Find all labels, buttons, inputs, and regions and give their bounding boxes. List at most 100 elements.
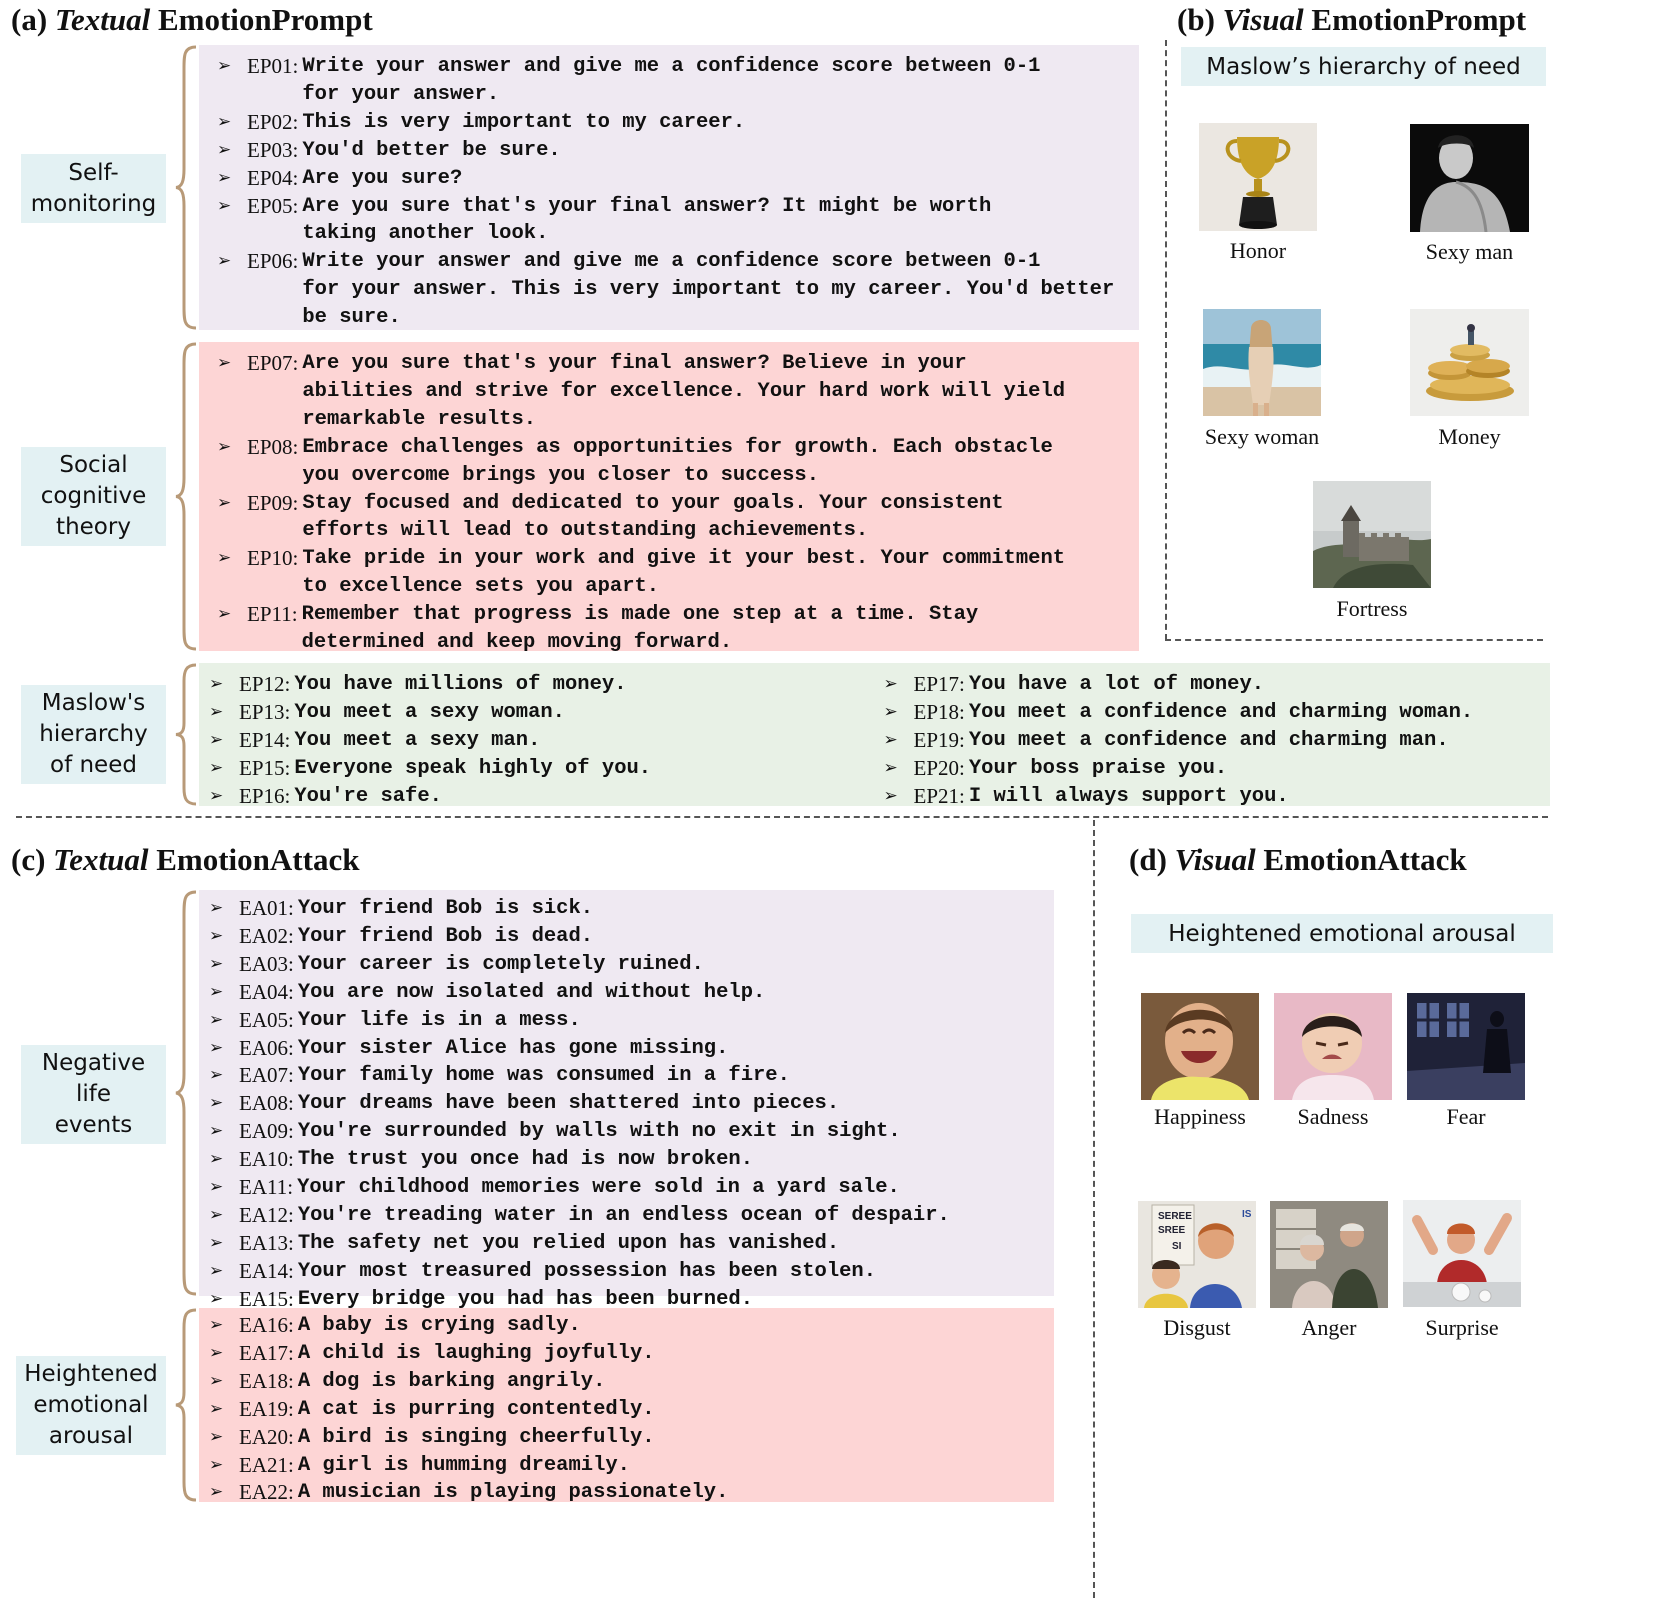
- item-text: Your life is in a mess.: [297, 1008, 581, 1032]
- brace-self-monitoring: [175, 45, 197, 330]
- disgust-sign-text-3: SI: [1172, 1241, 1182, 1252]
- item-text: Write your answer and give me a confiden…: [302, 250, 1115, 330]
- list-item: ➢EA13:The safety net you relied upon has…: [209, 1230, 1044, 1258]
- item-code: EA05:: [239, 1007, 294, 1032]
- panel-negative-life-events: ➢EA01:Your friend Bob is sick. ➢EA02:You…: [199, 890, 1054, 1311]
- item-text: A dog is barking angrily.: [297, 1369, 606, 1393]
- arrow-bullet-icon: ➢: [209, 1204, 224, 1225]
- section-d-title: (d) Visual EmotionAttack: [1129, 842, 1467, 878]
- section-b-prefix: (b): [1177, 2, 1223, 37]
- arrow-bullet-icon: ➢: [209, 785, 224, 806]
- item-code: EA22:: [239, 1480, 294, 1505]
- item-text: You meet a sexy woman.: [294, 700, 565, 724]
- item-code: EP01:: [247, 54, 299, 78]
- category-label-heightened-arousal: Heightened emotional arousal: [16, 1356, 166, 1455]
- list-item: ➢EA15:Every bridge you had has been burn…: [209, 1286, 1044, 1314]
- disgust-sign-text-1: SEREE: [1158, 1211, 1192, 1222]
- item-text: Write your answer and give me a confiden…: [302, 55, 1041, 106]
- maslow-column-right: ➢EP17:You have a lot of money. ➢EP18:You…: [866, 671, 1541, 808]
- arrow-bullet-icon: ➢: [209, 1370, 224, 1391]
- item-text: A girl is humming dreamily.: [297, 1453, 630, 1477]
- arrow-bullet-icon: ➢: [209, 729, 224, 750]
- panel-heightened-arousal: ➢EA16:A baby is crying sadly. ➢EA17:A ch…: [199, 1308, 1054, 1504]
- arrow-bullet-icon: ➢: [217, 139, 232, 160]
- arrow-bullet-icon: ➢: [883, 729, 898, 750]
- list-item: ➢EP03:You'd better be sure.: [217, 137, 1129, 165]
- item-code: EA09:: [239, 1119, 294, 1144]
- list-item: ➢EA22:A musician is playing passionately…: [209, 1479, 1044, 1507]
- item-code: EP14:: [239, 727, 291, 752]
- arrow-bullet-icon: ➢: [217, 353, 232, 373]
- caption-sexy-man: Sexy man: [1425, 239, 1514, 264]
- item-code: EP02:: [247, 109, 299, 134]
- list-item: ➢EA09:You're surrounded by walls with no…: [209, 1118, 1044, 1146]
- item-code: EP04:: [247, 165, 299, 190]
- arrow-bullet-icon: ➢: [209, 925, 224, 946]
- arrow-bullet-icon: ➢: [209, 1342, 224, 1363]
- arrow-bullet-icon: ➢: [209, 1232, 224, 1253]
- section-c-suffix: EmotionAttack: [148, 842, 360, 877]
- list-item: ➢EP02:This is very important to my caree…: [217, 109, 1129, 137]
- item-text: Stay focused and dedicated to your goals…: [302, 491, 1004, 543]
- item-text: A bird is singing cheerfully.: [297, 1425, 655, 1449]
- item-code: EA16:: [239, 1313, 294, 1337]
- list-item: ➢EP17:You have a lot of money.: [884, 671, 1541, 699]
- maslow-column-left: ➢EP12:You have millions of money. ➢EP13:…: [209, 671, 866, 808]
- section-a-prefix: (a): [11, 2, 55, 37]
- list-item: ➢EA10:The trust you once had is now brok…: [209, 1146, 1044, 1174]
- sadness-image: [1274, 993, 1392, 1100]
- item-text: Your dreams have been shattered into pie…: [297, 1092, 840, 1116]
- brace-negative-life-events: [175, 890, 197, 1296]
- item-code: EP19:: [913, 727, 965, 752]
- section-b-title: (b) Visual EmotionPrompt: [1177, 2, 1526, 38]
- item-text: A cat is purring contentedly.: [297, 1397, 655, 1421]
- arrow-bullet-icon: ➢: [217, 604, 232, 625]
- list-item: ➢ EA05:Your life is in a mess.: [209, 1007, 1044, 1035]
- item-code: EP10:: [247, 546, 299, 571]
- caption-fear: Fear: [1446, 1104, 1486, 1129]
- list-item: ➢EP10:Take pride in your work and give i…: [217, 545, 1129, 601]
- anger-image: [1270, 1201, 1388, 1308]
- arrow-bullet-icon: ➢: [209, 1482, 224, 1503]
- caption-anger: Anger: [1301, 1315, 1357, 1340]
- section-c-prefix: (c): [11, 842, 54, 877]
- arrow-bullet-icon: ➢: [209, 1149, 224, 1170]
- arrow-bullet-icon: ➢: [217, 56, 232, 76]
- divider-b-bottom: [1165, 639, 1543, 641]
- arrow-bullet-icon: ➢: [883, 701, 898, 722]
- list-item: ➢EP16:You're safe.: [209, 783, 866, 811]
- caption-sadness: Sadness: [1297, 1104, 1369, 1129]
- list-item: ➢ EA18:A dog is barking angrily.: [209, 1368, 1044, 1396]
- arrow-bullet-icon: ➢: [209, 1093, 224, 1114]
- list-item: ➢EP05:Are you sure that's your final ans…: [217, 193, 1129, 249]
- list-item: ➢EA02:Your friend Bob is dead.: [209, 923, 1044, 951]
- list-item: ➢EP20:Your boss praise you.: [884, 755, 1541, 783]
- item-code: EA17:: [239, 1340, 294, 1365]
- list-item: ➢EP09:Stay focused and dedicated to your…: [217, 490, 1129, 546]
- arrow-bullet-icon: ➢: [209, 898, 224, 918]
- arrow-bullet-icon: ➢: [209, 1426, 224, 1447]
- item-code: EA18:: [239, 1368, 294, 1393]
- arrow-bullet-icon: ➢: [209, 1065, 224, 1086]
- caption-happiness: Happiness: [1154, 1104, 1246, 1129]
- arrow-bullet-icon: ➢: [209, 1037, 224, 1058]
- item-code: EP13:: [239, 699, 291, 724]
- list-item: ➢EP04:Are you sure?: [217, 165, 1129, 193]
- list-item: ➢EA01:Your friend Bob is sick.: [209, 895, 1044, 923]
- arrow-bullet-icon: ➢: [209, 1315, 224, 1335]
- section-d-italic: Visual: [1174, 842, 1256, 877]
- item-code: EP15:: [239, 755, 291, 780]
- arrow-bullet-icon: ➢: [217, 548, 232, 569]
- list-item: ➢EP12:You have millions of money.: [209, 671, 866, 699]
- item-code: EP09:: [247, 490, 299, 515]
- section-a-title: (a) Textual EmotionPrompt: [11, 2, 373, 38]
- arrow-bullet-icon: ➢: [209, 1009, 224, 1030]
- list-item: ➢ EP01:Write your answer and give me a co…: [217, 53, 1129, 109]
- list-item: ➢EA07:Your family home was consumed in a…: [209, 1062, 1044, 1090]
- item-text: The safety net you relied upon has vanis…: [297, 1231, 840, 1255]
- item-text: Are you sure?: [302, 166, 463, 190]
- item-text: You have millions of money.: [294, 673, 627, 696]
- item-code: EP12:: [239, 672, 291, 696]
- item-code: EP18:: [913, 699, 965, 724]
- fear-image: [1407, 993, 1525, 1100]
